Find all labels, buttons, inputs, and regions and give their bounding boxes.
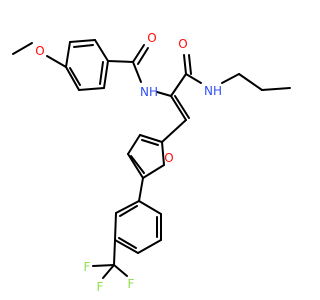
molecule-structure: O O NH O NH O F F F: [12, 31, 291, 294]
atom-o-methoxy: O: [35, 44, 44, 58]
atom-labels: O O NH O NH O F F F: [35, 31, 222, 294]
atom-nh-amide: NH: [204, 84, 222, 98]
atom-o-furan: O: [164, 151, 173, 165]
atom-f-2: F: [97, 280, 104, 294]
atom-o-amide: O: [178, 37, 187, 51]
atom-f-3: F: [128, 277, 135, 291]
bond-lines: [12, 39, 291, 279]
atom-o-benzamide: O: [147, 31, 156, 45]
atom-f-1: F: [84, 260, 91, 274]
atom-nh-benzamide: NH: [140, 85, 158, 99]
